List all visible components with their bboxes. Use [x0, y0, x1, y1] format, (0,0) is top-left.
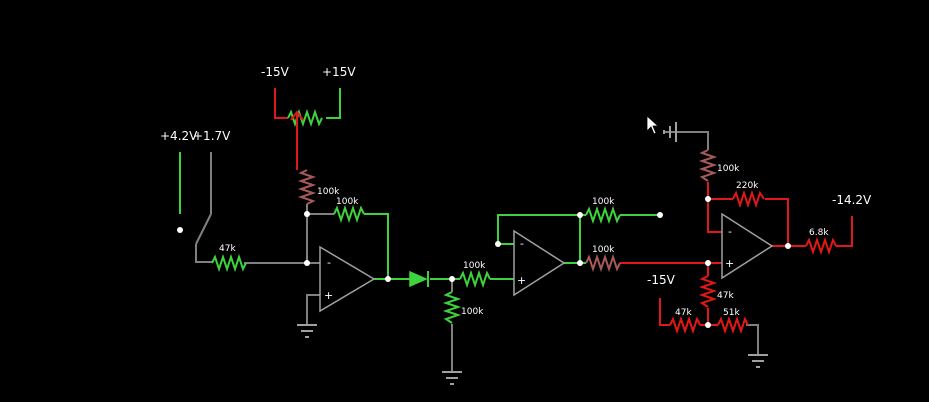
opamp3-plus: + [725, 257, 734, 270]
resistors [211, 108, 837, 335]
resistor-feedback1 [333, 204, 365, 224]
label-pos15-top: +15V [322, 65, 356, 79]
label-output: -14.2V [832, 193, 872, 207]
label-neg15-right: -15V [647, 273, 676, 287]
wire-ground-top [665, 131, 709, 150]
label-r-input: 47k [219, 244, 236, 254]
label-neg15-top: -15V [261, 65, 290, 79]
opamp1-minus: - [327, 256, 331, 269]
resistor-ground-top [698, 149, 718, 182]
opamp2-minus: - [520, 237, 524, 250]
mouse-cursor-icon [646, 115, 660, 135]
opamp3-minus: - [728, 225, 732, 238]
wire-neg15-supply [274, 88, 288, 119]
wire-r51-to-ground [746, 324, 759, 355]
switch-contact [177, 227, 183, 233]
ground-shunt [442, 371, 462, 385]
wires [179, 88, 853, 372]
wire-neg15-right [659, 298, 670, 326]
ground-opamp1 [297, 324, 317, 338]
resistor-bottom-out [585, 253, 621, 273]
ground-top-right [663, 122, 677, 142]
wire-feedback2-right [765, 198, 789, 246]
resistor-ground-bias [717, 315, 749, 335]
opamp2-plus: + [517, 274, 526, 287]
resistor-neg-bias [669, 315, 701, 335]
wire-feedback1-right [364, 213, 389, 278]
label-r-pot-series: 100k [317, 187, 340, 197]
resistor-output [805, 236, 837, 256]
label-r-bottom-out: 100k [592, 245, 615, 255]
opamp-1 [319, 245, 376, 313]
resistor-feedback2 [732, 189, 765, 209]
wire-opamp1-plus-ground [306, 294, 320, 325]
diode [409, 270, 429, 288]
label-r-feedback1: 100k [336, 197, 359, 207]
ground-bias [748, 354, 768, 368]
resistor-vertical [698, 275, 718, 308]
label-r-ground-top: 100k [717, 164, 740, 174]
resistor-top-out [585, 205, 621, 225]
resistor-pot-series [297, 169, 317, 205]
pot-arrow [290, 110, 304, 132]
label-r-shunt: 100k [461, 307, 484, 317]
opamp-3 [721, 212, 774, 280]
label-r-ground-bias: 51k [723, 308, 740, 318]
opamp-2 [513, 229, 566, 297]
grounds [297, 122, 768, 385]
label-switch-b: +1.7V [193, 129, 231, 143]
wire-pos15-supply [326, 88, 341, 119]
wire-opamp2-feedback [497, 214, 580, 245]
opamps [319, 212, 774, 313]
label-r-feedback2: 220k [736, 181, 759, 191]
label-r-diode-series: 100k [463, 261, 486, 271]
resistor-shunt [442, 291, 462, 324]
resistor-diode-series [459, 269, 491, 289]
label-r-neg-bias: 47k [675, 308, 692, 318]
label-r-vertical: 47k [717, 291, 734, 301]
opamp1-plus: + [324, 289, 333, 302]
wire-switch-to-r47 [195, 244, 212, 263]
resistor-47k-input [211, 253, 247, 273]
label-switch-a: +4.2V [160, 129, 198, 143]
nodes [304, 196, 791, 328]
wire-out3-right [836, 216, 853, 247]
wire-switch-blade [195, 213, 212, 245]
label-r-top-out: 100k [592, 197, 615, 207]
label-r-output: 6.8k [809, 228, 829, 238]
